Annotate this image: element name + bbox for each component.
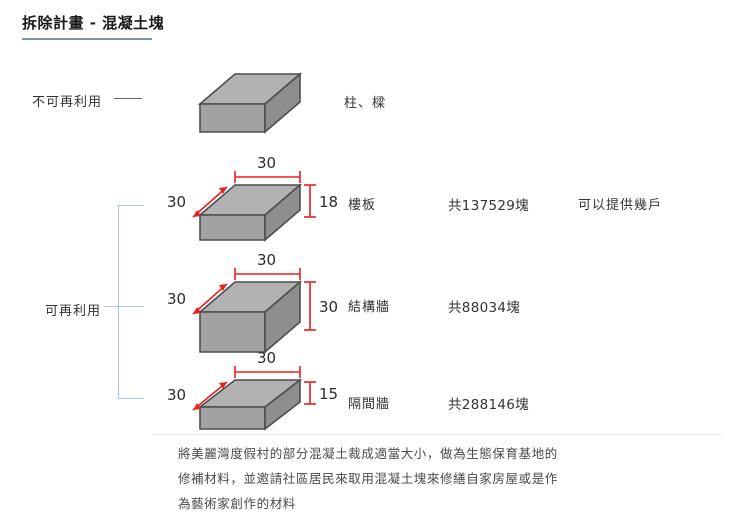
block-shape-structural-wall: 30 30 30 (167, 252, 338, 354)
dimension-width-floor-slab: 30 (257, 155, 276, 172)
category-label-reusable: 可再利用 (45, 304, 102, 319)
dimension-height-floor-slab: 18 (319, 193, 338, 211)
bracket-stub-top (118, 205, 144, 206)
footer-line-2: 修補材料，並邀請社區居民來取用混凝土塊來修繕自家房屋或是作 (178, 471, 558, 486)
non-reusable-connector-line (114, 98, 142, 99)
part-label-column-beam: 柱、樑 (344, 96, 387, 111)
dimension-height-partition-wall: 15 (319, 385, 338, 403)
bracket-label-connector (104, 306, 118, 307)
footer-line-1: 將美麗灣度假村的部分混凝土裁成適當大小，做為生態保育基地的 (178, 446, 558, 461)
category-label-non-reusable: 不可再利用 (32, 95, 103, 110)
part-label-floor-slab: 樓板 (348, 198, 377, 213)
block-shape-partition-wall: 30 30 15 (167, 352, 338, 431)
block-shape-column-beam (197, 72, 303, 134)
dimension-depth-partition-wall: 30 (167, 386, 186, 404)
note-label-floor-slab: 可以提供幾戶 (578, 198, 663, 213)
bracket-stub-bottom (118, 398, 144, 399)
part-label-partition-wall: 隔間牆 (348, 397, 391, 412)
bracket-stub-middle (118, 306, 144, 307)
dimension-depth-structural-wall: 30 (167, 290, 186, 308)
block-shape-floor-slab: 30 30 18 (167, 155, 338, 242)
dimension-height-structural-wall: 30 (319, 298, 338, 316)
footer-divider (152, 434, 722, 435)
bracket-vertical (118, 205, 119, 399)
footer-line-3: 為藝術家創作的材料 (178, 496, 296, 511)
page-title: 拆除計畫 - 混凝土塊 (22, 14, 165, 32)
dimension-width-partition-wall: 30 (257, 352, 276, 367)
dimension-width-structural-wall: 30 (257, 252, 276, 269)
count-label-structural-wall: 共88034塊 (448, 300, 521, 316)
dimension-depth-floor-slab: 30 (167, 193, 186, 211)
part-label-structural-wall: 結構牆 (348, 300, 391, 315)
footer-description: 將美麗灣度假村的部分混凝土裁成適當大小，做為生態保育基地的 修補材料，並邀請社區… (178, 441, 598, 516)
title-underline (22, 38, 152, 40)
count-label-floor-slab: 共137529塊 (448, 198, 529, 214)
count-label-partition-wall: 共288146塊 (448, 397, 529, 413)
